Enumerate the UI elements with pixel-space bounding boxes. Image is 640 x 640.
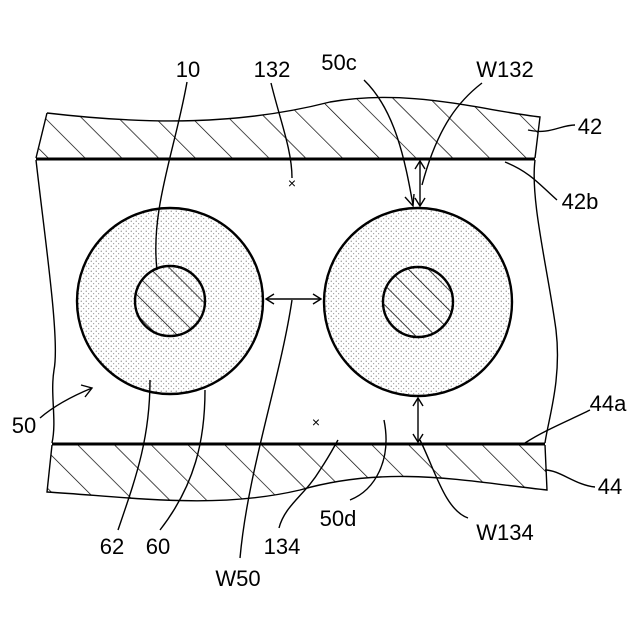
left-core-62 bbox=[135, 266, 205, 336]
label-134: 134 bbox=[264, 534, 301, 559]
label-42b: 42b bbox=[562, 189, 599, 214]
label-50: 50 bbox=[12, 413, 36, 438]
left-fiber bbox=[77, 208, 263, 394]
right-core-62 bbox=[383, 267, 453, 337]
label-W50: W50 bbox=[215, 566, 260, 591]
label-50d: 50d bbox=[320, 506, 357, 531]
label-44: 44 bbox=[598, 474, 622, 499]
right-fiber bbox=[324, 208, 512, 396]
label-50c: 50c bbox=[321, 50, 356, 75]
label-44a: 44a bbox=[590, 391, 627, 416]
label-10: 10 bbox=[176, 57, 200, 82]
label-62: 62 bbox=[100, 534, 124, 559]
label-W134: W134 bbox=[476, 520, 533, 545]
reference-mark-132: × bbox=[288, 175, 296, 191]
label-42: 42 bbox=[578, 114, 602, 139]
label-W132: W132 bbox=[476, 57, 533, 82]
bottom-layer-44 bbox=[30, 440, 560, 520]
reference-mark-134: × bbox=[312, 414, 320, 430]
label-132: 132 bbox=[254, 57, 291, 82]
label-60: 60 bbox=[146, 534, 170, 559]
